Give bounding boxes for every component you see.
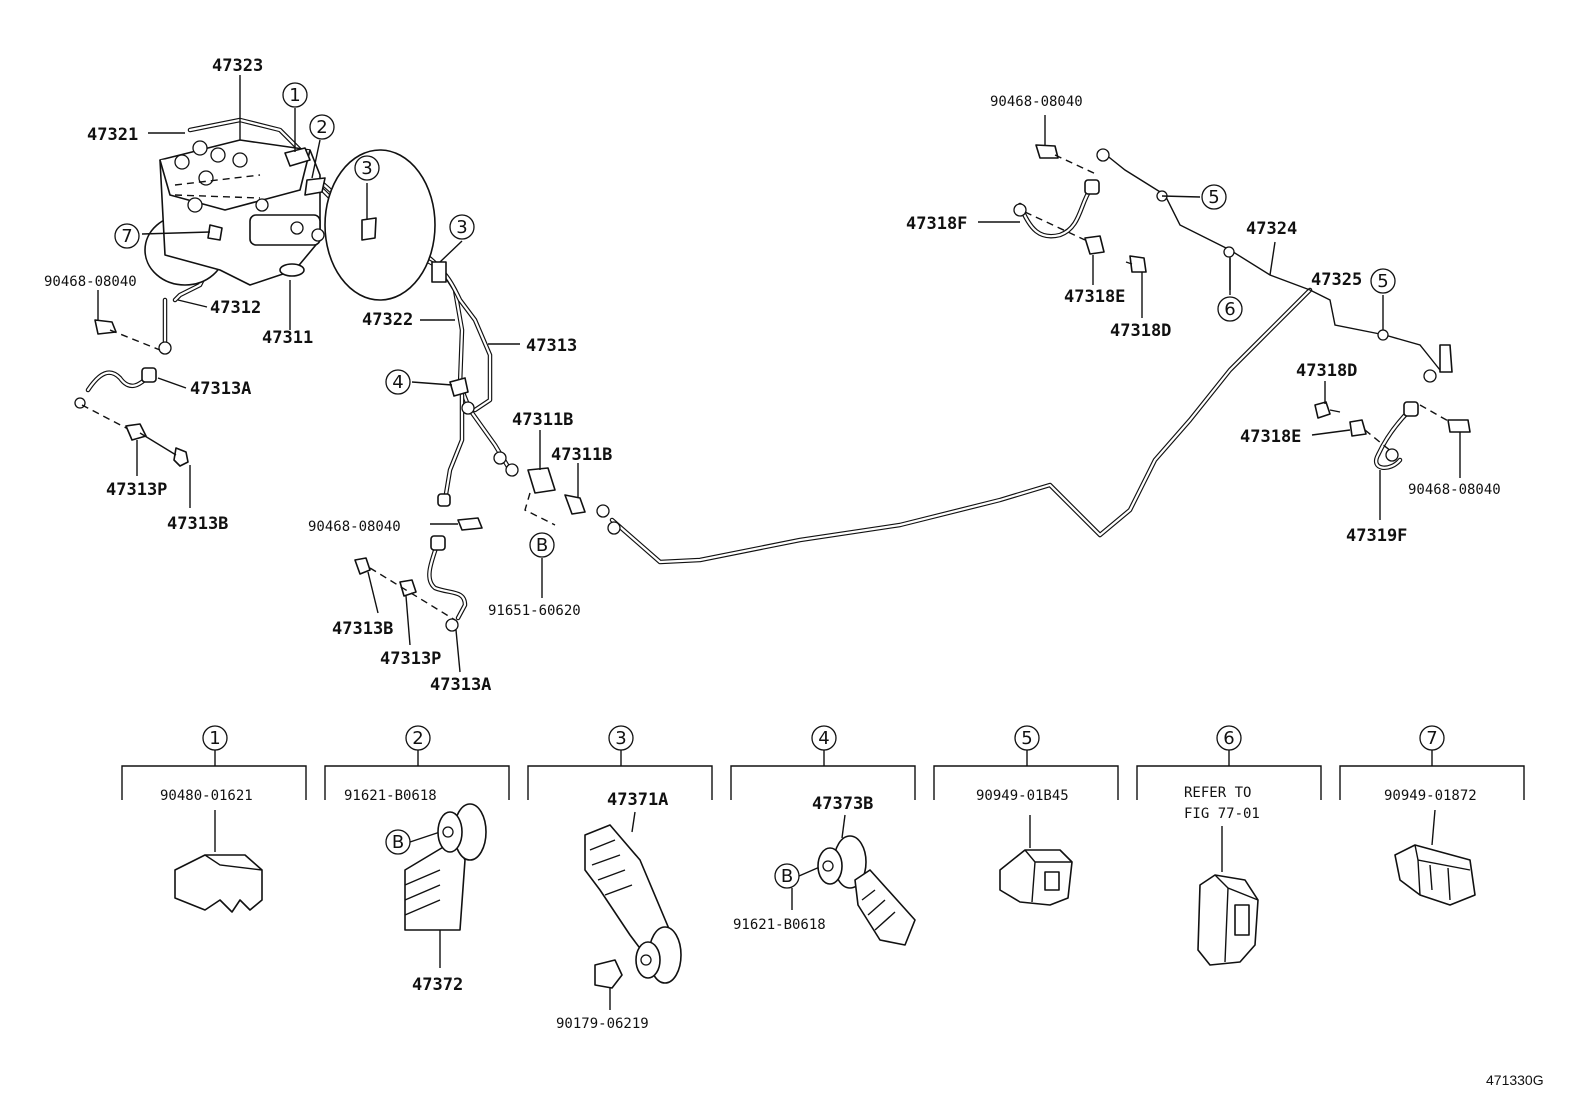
label-90468-08040-a: 90468-08040 — [44, 274, 137, 290]
label-47322: 47322 — [362, 310, 413, 330]
callout-number: 5 — [1021, 728, 1032, 749]
center-junction-parts — [461, 401, 621, 535]
leader-lines — [97, 75, 1461, 673]
label-47325: 47325 — [1311, 270, 1362, 290]
label-47318E-a: 47318E — [1064, 287, 1125, 307]
callout-1: 1 — [282, 82, 308, 108]
label-47319F: 47319F — [1346, 526, 1407, 546]
label-47311B-b: 47311B — [551, 445, 612, 465]
label-47313B-b: 47313B — [332, 619, 393, 639]
label-47318E-b: 47318E — [1240, 427, 1301, 447]
callout-7: 7 — [114, 223, 140, 249]
part-labels: 47323 47321 90468-08040 47312 47311 4731… — [44, 56, 1501, 695]
detail-6-note-line-1: REFER TO — [1184, 785, 1251, 801]
detail-panel-6: 6 REFER TO FIG 77-01 — [1136, 725, 1322, 966]
label-47311B-a: 47311B — [512, 410, 573, 430]
front-left-hose — [74, 319, 189, 467]
callout-number: 4 — [392, 372, 403, 393]
callout-number: 3 — [456, 217, 467, 238]
line-clips — [207, 147, 469, 397]
callout-number: 2 — [316, 117, 327, 138]
callout-number: 5 — [1208, 187, 1219, 208]
detail-4-sub-part: 91621-B0618 — [733, 917, 826, 933]
label-47318D-b: 47318D — [1296, 361, 1357, 381]
front-right-hose — [354, 493, 483, 632]
callout-2: 2 — [309, 114, 335, 140]
figure-code: 471330G — [1486, 1072, 1544, 1088]
label-47318D-a: 47318D — [1110, 321, 1171, 341]
detail-panel-5: 5 90949-01B45 — [933, 725, 1119, 906]
detail-1-part-number: 90480-01621 — [160, 788, 253, 804]
label-90468-08040-d: 90468-08040 — [1408, 482, 1501, 498]
label-47321: 47321 — [87, 125, 138, 145]
detail-7-part-number: 90949-01872 — [1384, 788, 1477, 804]
detail-3-part-number: 47371A — [607, 790, 668, 810]
callout-number: B — [536, 535, 548, 556]
callout-number: B — [781, 866, 793, 887]
callout-number: 6 — [1224, 299, 1235, 320]
label-47313A-a: 47313A — [190, 379, 251, 399]
callout-3a: 3 — [354, 155, 380, 181]
detail-panel-2: 2 91621-B0618 B 47372 — [324, 725, 510, 995]
detail-panel-7: 7 90949-01872 — [1339, 725, 1525, 906]
label-47323: 47323 — [212, 56, 263, 76]
detail-3-sub-part: 90179-06219 — [556, 1016, 649, 1032]
detail-panel-4: 4 47373B B 91621-B0618 — [730, 725, 916, 946]
line-junctions — [1156, 190, 1389, 341]
callout-number: 1 — [209, 728, 220, 749]
callout-number: 7 — [121, 226, 132, 247]
label-47312: 47312 — [210, 298, 261, 318]
detail-4-part-number: 47373B — [812, 794, 873, 814]
callouts: 1 2 3 3 4 7 B 5 6 5 — [114, 82, 1396, 558]
callout-number: 1 — [289, 85, 300, 106]
callout-6: 6 — [1217, 296, 1243, 322]
detail-panel-1: 1 90480-01621 — [121, 725, 307, 913]
detail-2-part-number: 91621-B0618 — [344, 788, 437, 804]
label-47311: 47311 — [262, 328, 313, 348]
detail-6-note-line-2: FIG 77-01 — [1184, 806, 1260, 822]
callout-number: 5 — [1377, 271, 1388, 292]
rear-left-hose — [1013, 144, 1147, 273]
callout-number: 7 — [1426, 728, 1437, 749]
callout-number: 4 — [818, 728, 829, 749]
detail-2-sub-part: 47372 — [412, 975, 463, 995]
label-47318F: 47318F — [906, 214, 967, 234]
label-91651-60620: 91651-60620 — [488, 603, 581, 619]
callout-number: 6 — [1223, 728, 1234, 749]
callout-5b: 5 — [1370, 268, 1396, 294]
callout-number: 3 — [361, 158, 372, 179]
rear-right-hose — [1314, 344, 1471, 470]
callout-4: 4 — [385, 369, 411, 395]
callout-5a: 5 — [1201, 184, 1227, 210]
callout-number: 3 — [615, 728, 626, 749]
label-90468-08040-c: 90468-08040 — [990, 94, 1083, 110]
callout-3b: 3 — [449, 214, 475, 240]
brake-actuator-assembly — [144, 139, 436, 301]
label-47324: 47324 — [1246, 219, 1297, 239]
label-47313B-a: 47313B — [167, 514, 228, 534]
callout-number: B — [392, 832, 404, 853]
label-47313P-b: 47313P — [380, 649, 441, 669]
label-90468-08040-b: 90468-08040 — [308, 519, 401, 535]
detail-5-part-number: 90949-01B45 — [976, 788, 1069, 804]
detail-panel-3: 3 47371A 90179-06219 — [527, 725, 713, 1032]
callout-number: 2 — [412, 728, 423, 749]
label-47313P-a: 47313P — [106, 480, 167, 500]
label-47313A-b: 47313A — [430, 675, 491, 695]
callout-B: B — [529, 532, 555, 558]
label-47313: 47313 — [526, 336, 577, 356]
